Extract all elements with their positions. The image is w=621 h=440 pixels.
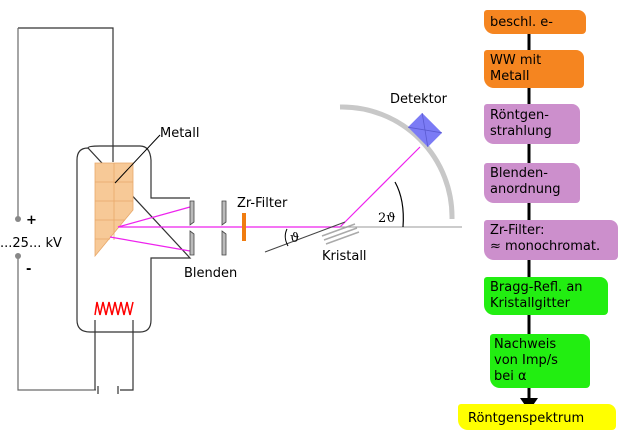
beam-lower (109, 236, 191, 252)
minus-terminal (15, 253, 21, 259)
theta-arc (284, 228, 289, 247)
flow-step-6: Bragg-Refl. an Kristallgitter (490, 280, 583, 311)
beam-upper (117, 206, 191, 228)
plus-sign: + (26, 213, 37, 228)
voltage-label: ...25... kV (0, 236, 62, 251)
flow-step-bg (484, 104, 580, 144)
detector-arc (339, 104, 455, 220)
crystal (321, 223, 360, 245)
filament-coil (94, 301, 134, 316)
aperture-2 (221, 200, 227, 256)
flow-step-bg (484, 277, 608, 315)
zr-filter-label: Zr-Filter (237, 196, 288, 211)
flow-step-bg (484, 220, 618, 260)
kristall-label: Kristall (322, 249, 367, 264)
xray-tube (76, 145, 192, 333)
minus-wire (17, 257, 96, 391)
two-theta-label: 2ϑ (378, 211, 396, 226)
detector (407, 112, 443, 148)
flow-step-3: Röntgen- strahlung (490, 108, 552, 139)
flow-step-2: WW mit Metall (490, 53, 542, 84)
blenden-label: Blenden (184, 266, 237, 281)
crystal-plane-line (264, 221, 346, 253)
beam-reflected (339, 146, 421, 228)
metal-label: Metall (160, 126, 200, 141)
flow-step-7: Nachweis von Imp/s bei α (494, 337, 558, 384)
anode-wire (18, 27, 114, 162)
flow-step-bg (458, 404, 616, 430)
flow-step-4: Blenden- anordnung (490, 166, 561, 197)
anode-grid (95, 163, 133, 240)
metal-pointer (114, 134, 161, 184)
aperture-1 (189, 200, 195, 256)
flow-step-5: Zr-Filter: ≈ monochromat. (490, 223, 601, 254)
flow-step-bg (484, 163, 580, 203)
detektor-label: Detektor (390, 92, 448, 107)
flow-step-bg (484, 10, 586, 34)
two-theta-arc (394, 181, 404, 228)
flow-step-1: beschl. e- (490, 15, 553, 30)
filament-wires (94, 320, 134, 394)
theta-label: ϑ (290, 231, 299, 246)
minus-sign: - (26, 262, 31, 277)
flow-step-8: Röntgenspektrum (468, 411, 585, 426)
flow-step-bg (484, 50, 584, 88)
flow-step-bg (490, 334, 590, 388)
plus-terminal (15, 216, 21, 222)
zr-filter (242, 213, 246, 241)
